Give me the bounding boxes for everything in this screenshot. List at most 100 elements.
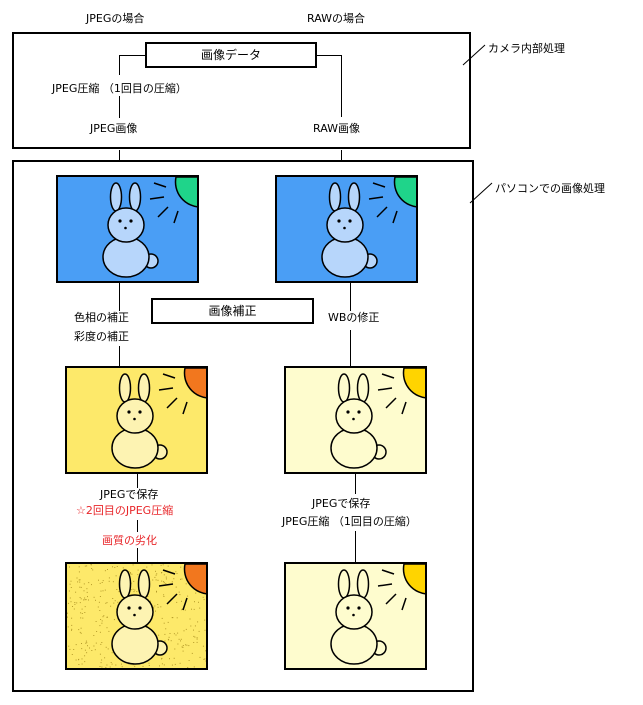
bunny-illustration [58,177,197,281]
noise-dot [185,583,187,585]
noise-dot [205,650,206,652]
bunny-nose [352,613,355,617]
noise-dot [177,632,179,634]
sun-icon [402,368,425,399]
noise-dot [92,569,94,571]
noise-dot [70,580,72,582]
bunny-body [330,623,378,665]
noise-dot [84,597,86,599]
noise-dot [185,644,187,646]
noise-dot [107,569,108,570]
sun-ray [158,387,174,391]
noise-dot [110,605,112,607]
noise-dot [81,608,83,610]
noise-dot [196,641,198,643]
bunny-illustration [286,368,425,472]
noise-dot [187,595,189,597]
noise-dot [80,627,82,629]
noise-dot [105,646,107,648]
noise-dot [100,590,102,592]
noise-dot [111,652,113,654]
image-correction-box: 画像補正 [151,298,314,324]
jpeg-case-label: JPEGの場合 [86,12,145,25]
noise-dot [116,566,118,567]
sun-ray [377,583,393,587]
noise-dot [81,663,83,665]
noise-dot [75,659,77,661]
connector-line [341,55,342,117]
noise-dot [101,620,103,622]
sun-ray [182,401,188,415]
noise-dot [91,584,92,586]
noise-dot [157,604,159,605]
noise-dot [91,568,93,569]
degradation-label: 画質の劣化 [102,534,157,547]
noise-dot [158,669,159,670]
noise-dot [93,635,95,636]
noise-dot [171,617,173,619]
noise-dot [71,629,72,631]
bunny-ear [337,373,351,403]
noise-dot [205,660,206,662]
noise-dot [203,658,205,660]
noise-dot [206,583,207,584]
noise-dot [165,583,167,585]
noise-dot [67,616,68,618]
noise-dot [189,618,191,620]
noise-dot [104,657,106,659]
noise-dot [165,578,167,580]
noise-dot [194,601,195,603]
noise-dot [194,625,196,627]
noise-dot [169,633,171,634]
noise-dot [165,576,167,578]
noise-dot [175,571,177,573]
bunny-body [321,236,369,278]
sun-ray [166,397,178,409]
bunny-head [107,207,145,243]
noise-dot [93,645,95,647]
noise-dot [163,622,165,624]
bunny-head [335,594,373,630]
noise-dot [117,601,119,603]
noise-dot [99,582,101,584]
noise-dot [91,650,93,651]
bunny-ear [347,182,361,212]
noise-dot [137,569,139,571]
degraded-jpeg-panel [65,562,208,670]
noise-dot [148,662,150,664]
noise-dot [80,586,82,588]
noise-dot [101,642,103,643]
noise-dot [190,669,191,670]
noise-dot [71,624,73,626]
noise-dot [132,564,134,566]
bunny-illustration [286,564,425,668]
noise-dot [113,619,115,621]
noise-dot [161,617,163,619]
noise-dot [101,582,103,583]
bunny-ear [356,373,370,403]
noise-dot [83,583,85,585]
noise-dot [97,606,99,608]
sun-ray [182,597,188,611]
noise-dot [88,599,89,601]
noise-dot [156,590,157,592]
noise-dot [78,629,80,631]
noise-dot [146,566,148,568]
noise-dot [202,645,204,647]
noise-dot [80,617,82,619]
raw-image-label: RAW画像 [313,122,360,135]
right-save-label: JPEGで保存 [312,497,371,510]
noise-dot [93,596,95,598]
noise-dot [155,570,156,572]
bunny-eye [129,219,133,223]
sun-ray [368,196,384,200]
noise-dot [68,602,69,604]
noise-dot [84,661,86,663]
noise-dot [100,643,102,645]
noise-dot [194,636,196,638]
noise-dot [112,581,114,583]
noise-dot [181,600,182,602]
noise-dot [81,613,83,614]
connector-line [317,55,342,56]
noise-dot [99,631,101,633]
